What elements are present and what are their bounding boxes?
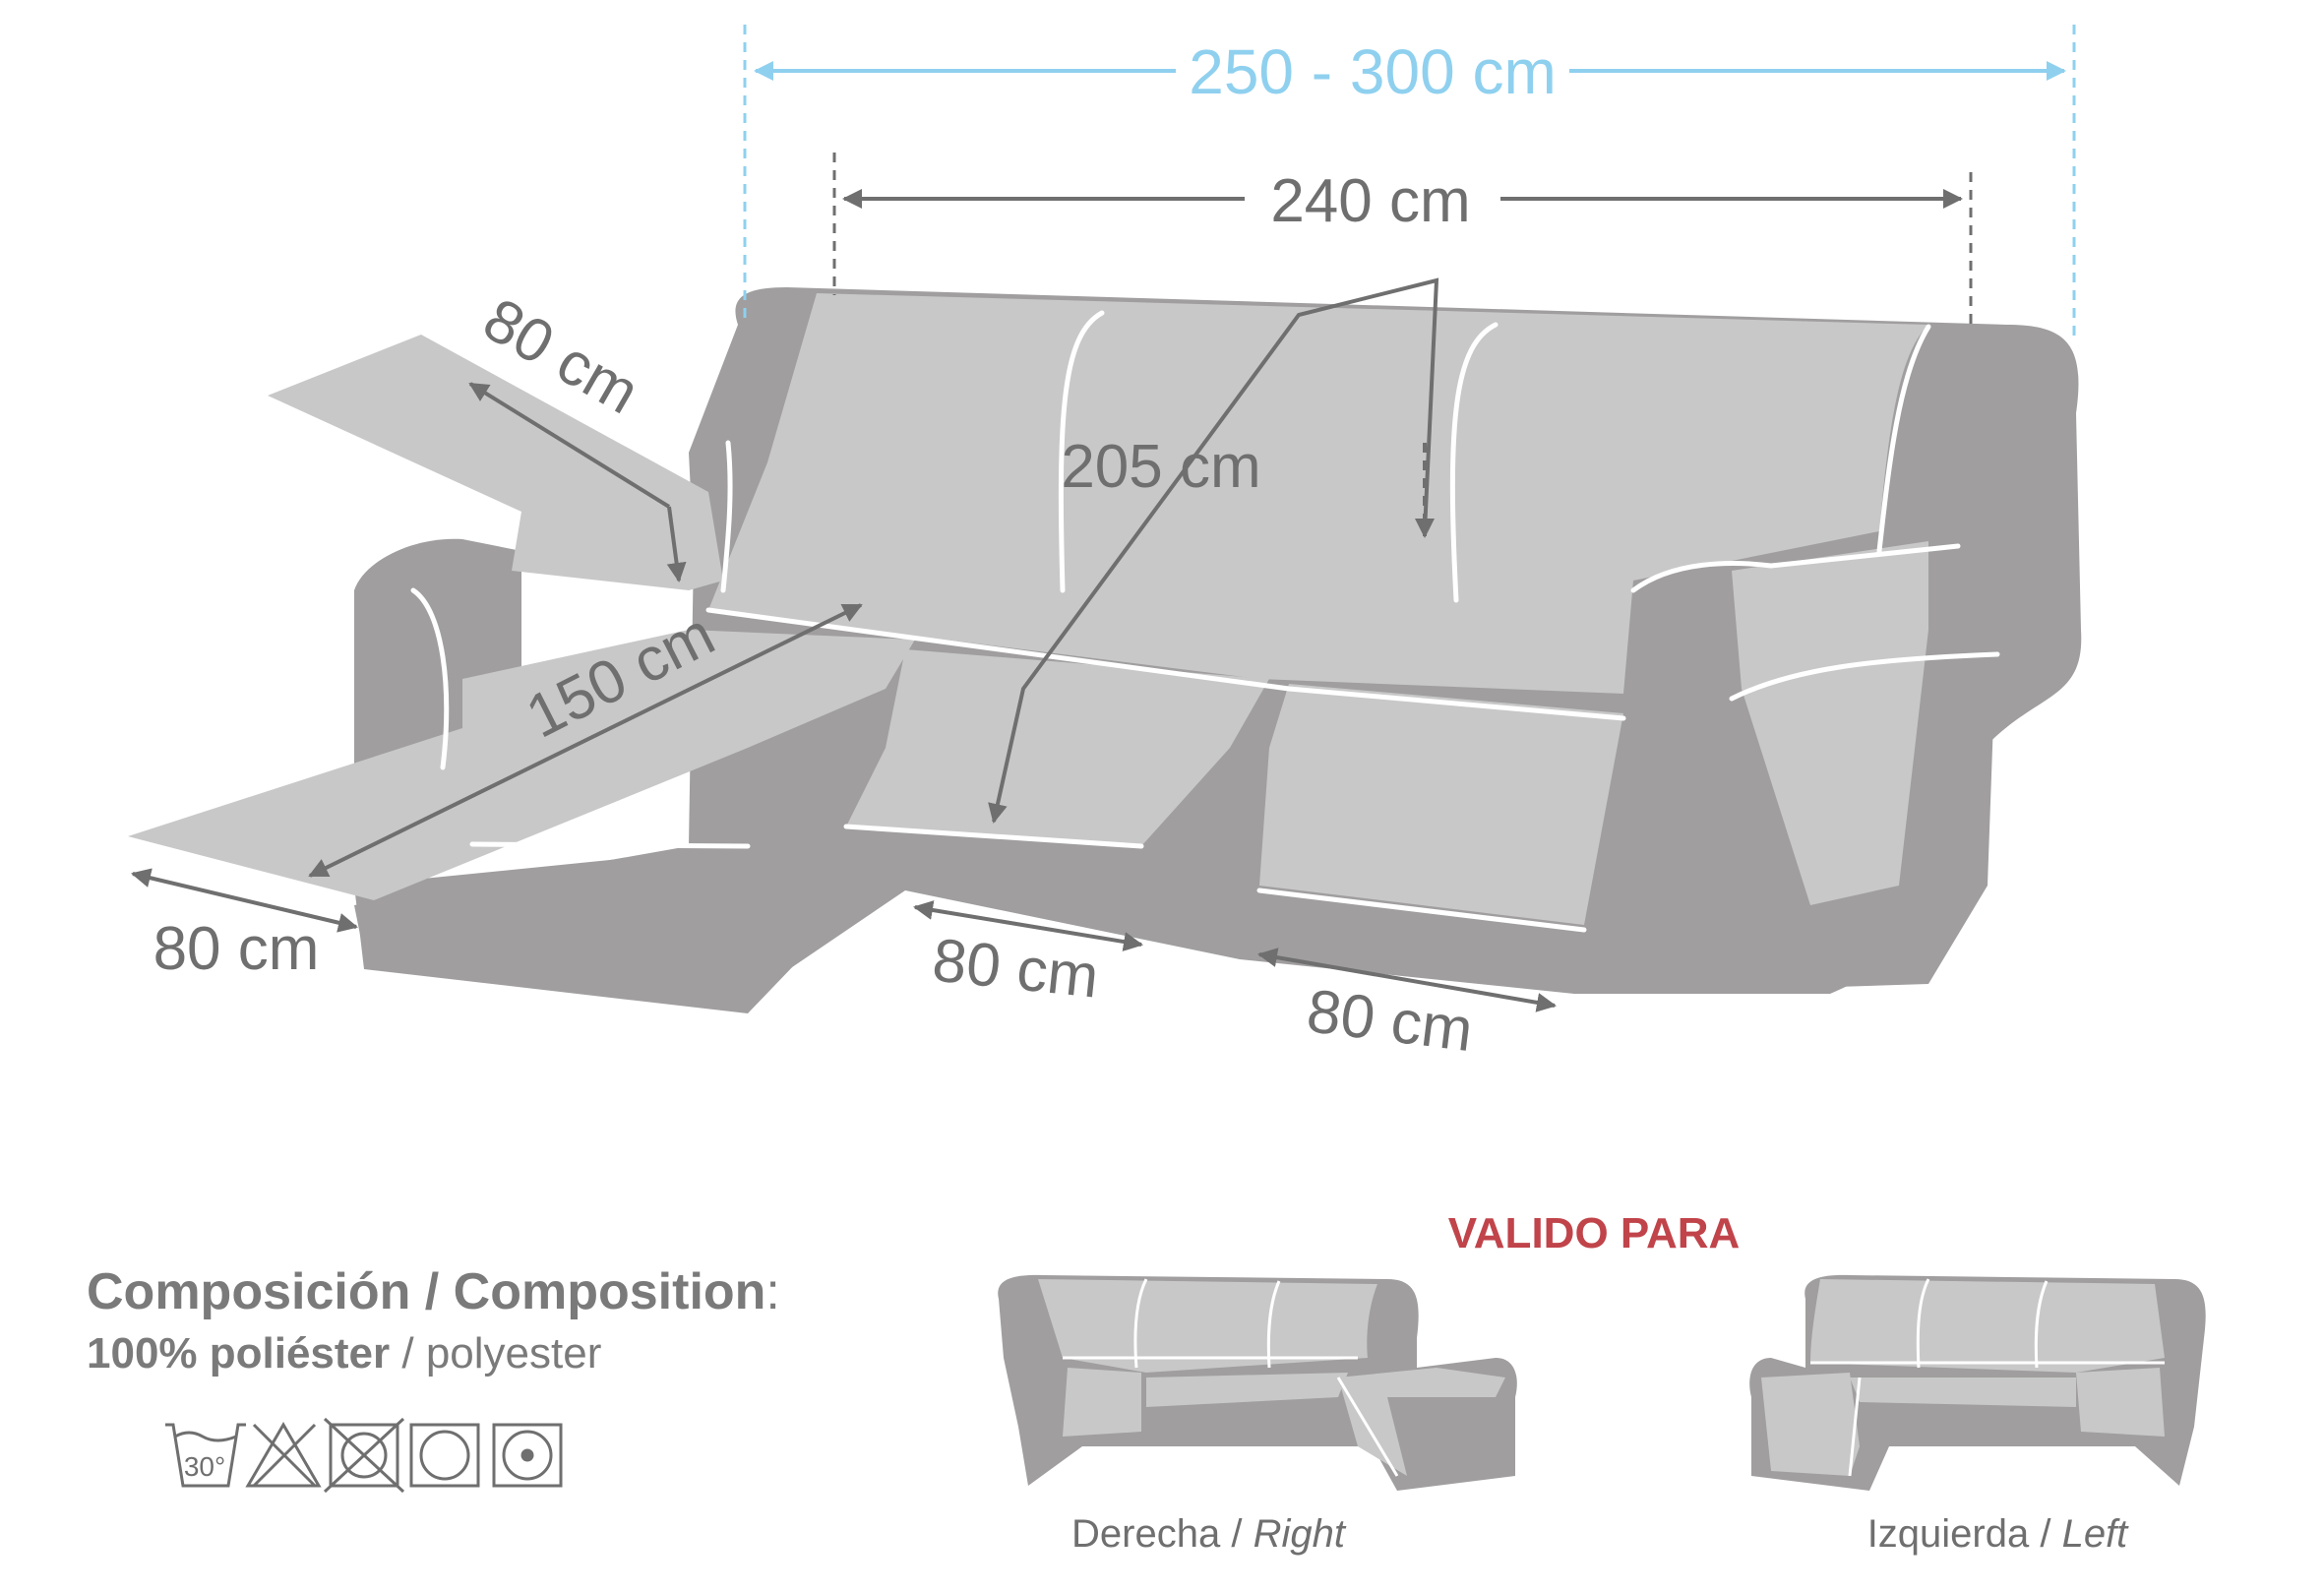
outer-width-label: 250 - 300 cm: [1189, 36, 1557, 107]
valid-for-block: VALIDO PARA Derecha / Right Izquierda / …: [998, 1209, 2206, 1556]
dry-icon: [409, 1423, 480, 1488]
composition-title: Composición / Composition:: [87, 1263, 780, 1320]
cover-seat-1-flap: [846, 649, 1269, 846]
dimension-lines: 250 - 300 cm 240 cm 205 cm 80 cm 150 cm …: [131, 25, 2076, 1065]
chaise-front-label: 80 cm: [153, 915, 320, 983]
height-label: 205 cm: [1061, 433, 1260, 501]
cover-chaise-back-flap: [268, 335, 723, 590]
valid-for-title: VALIDO PARA: [1448, 1209, 1741, 1257]
seat-1-label: 80 cm: [930, 926, 1102, 1010]
cover-right-arm: [1732, 541, 1928, 905]
sofa-left-chaise-thumbnail: Izquierda / Left: [1749, 1274, 2206, 1556]
wash-temp-label: 30°: [184, 1451, 225, 1482]
wash-30-icon: 30°: [165, 1423, 246, 1488]
inner-width-label: 240 cm: [1270, 167, 1470, 235]
no-bleach-icon: [245, 1422, 322, 1488]
care-icons: 30°: [165, 1417, 563, 1494]
composition-material: 100% poliéster / polyester: [87, 1329, 601, 1378]
sofa-right-chaise-thumbnail: Derecha / Right: [998, 1274, 1517, 1556]
left-caption: Izquierda / Left: [1867, 1512, 2129, 1556]
cover-backrest: [708, 293, 1928, 694]
seat-2-label: 80 cm: [1304, 977, 1477, 1065]
iron-low-icon: [492, 1423, 563, 1488]
cover-seat-2-flap: [1259, 684, 1623, 925]
no-tumble-dry-icon: [323, 1417, 405, 1494]
main-sofa-illustration: [128, 287, 2082, 1013]
right-caption: Derecha / Right: [1071, 1512, 1347, 1556]
composition-block: Composición / Composition: 100% poliéste…: [87, 1263, 780, 1378]
